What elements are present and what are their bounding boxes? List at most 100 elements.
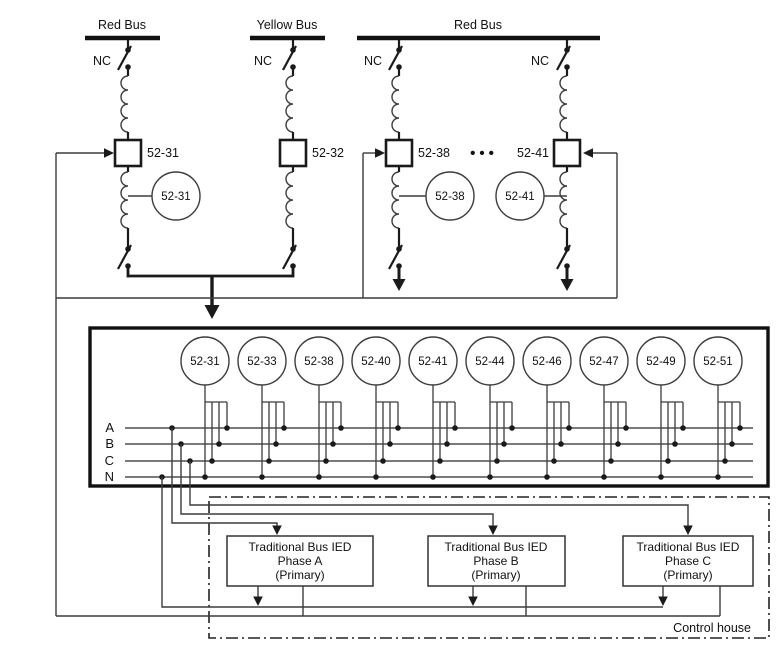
ied-box (427, 535, 566, 587)
connection-dot (380, 458, 386, 464)
connection-dot (501, 441, 507, 447)
junction-ct-group: 52-41 (408, 336, 458, 480)
junction-ct-group: 52-40 (351, 336, 401, 480)
connection-dot (373, 474, 379, 480)
ct-winding (391, 75, 400, 133)
connection-dot (680, 425, 686, 431)
ied-box (622, 535, 754, 587)
junction-ct-group: 52-31 (180, 336, 230, 480)
phase-label-n: N (105, 469, 114, 484)
connection-dot (558, 441, 564, 447)
ied-role: (Primary) (471, 568, 520, 582)
junction-ct-group: 52-44 (465, 336, 515, 480)
ied-phase-wiring (56, 425, 720, 617)
ct-circle-label: 52-41 (418, 356, 447, 368)
down-arrow-icon (683, 525, 693, 535)
connection-dot (266, 458, 272, 464)
junction-ct-group: 52-38 (294, 336, 344, 480)
down-arrow-icon (560, 279, 574, 291)
connection-dot (273, 441, 279, 447)
breaker-label: 52-32 (312, 146, 344, 160)
down-arrow-icon (253, 596, 263, 606)
right-arrow-icon (104, 148, 114, 158)
junction-ct-group: 52-51 (693, 336, 743, 480)
connection-dot (487, 474, 493, 480)
ct-winding (120, 171, 129, 229)
connection-dot (509, 425, 515, 431)
ct-circle-label: 52-44 (475, 356, 505, 368)
phase-label-c: C (105, 453, 114, 468)
connection-dot (202, 474, 208, 480)
ct-circle-52-38 (425, 171, 475, 221)
connection-dot (209, 458, 215, 464)
connection-dot (338, 425, 344, 431)
ct-circle-label: 52-31 (161, 191, 190, 203)
connection-dot (224, 425, 230, 431)
connection-dot (437, 458, 443, 464)
ct-winding (559, 171, 568, 229)
nc-label-3: NC (364, 54, 382, 68)
control-house-boundary (208, 496, 770, 639)
connection-dot (601, 474, 607, 480)
nc-label-2: NC (254, 54, 272, 68)
junction-ct-group: 52-46 (522, 336, 572, 480)
control-house-label: Control house (673, 621, 751, 635)
ct-circle-label: 52-49 (646, 356, 675, 368)
ct-circle-52-31 (151, 171, 201, 221)
right-arrow-icon (375, 148, 385, 158)
ct-winding (120, 75, 129, 133)
ct-circle-label: 52-38 (435, 191, 464, 203)
feeder-bay-52-38: 52-38 52-38 (384, 40, 475, 291)
junction-ct-group: 52-33 (237, 336, 287, 480)
ct-circle-label: 52-51 (703, 356, 732, 368)
connection-dot (615, 441, 621, 447)
connection-dot (544, 474, 550, 480)
breaker-52-41 (552, 138, 582, 168)
more-breakers-ellipsis: ••• (470, 145, 498, 162)
connection-dot (216, 441, 222, 447)
connection-dot (658, 474, 664, 480)
connection-dot (395, 425, 401, 431)
connection-dot (330, 441, 336, 447)
breaker-label: 52-31 (147, 146, 179, 160)
ied-phase-b: Traditional Bus IED Phase B (Primary) (427, 535, 566, 616)
down-arrow-icon (272, 525, 282, 535)
trip-circuit-wiring (55, 148, 618, 616)
left-arrow-icon (583, 148, 593, 158)
connection-dot (452, 425, 458, 431)
breaker-label: 52-41 (517, 146, 549, 160)
connection-dot (281, 425, 287, 431)
ied-phase: Phase B (473, 554, 518, 568)
ied-box (226, 535, 374, 587)
connection-dot (566, 425, 572, 431)
connection-dot (323, 458, 329, 464)
breaker-52-32 (278, 138, 308, 168)
connection-dot (430, 474, 436, 480)
ct-winding (391, 171, 400, 229)
ied-role: (Primary) (663, 568, 712, 582)
ied-role: (Primary) (275, 568, 324, 582)
ct-winding (559, 75, 568, 133)
nc-label-4: NC (531, 54, 549, 68)
nc-label-1: NC (93, 54, 111, 68)
connection-dot (551, 458, 557, 464)
bus-label-red-1: Red Bus (98, 18, 146, 32)
breaker-52-38 (384, 138, 414, 168)
feeder-bay-52-32: 52-32 (278, 40, 344, 278)
breaker-label: 52-38 (418, 146, 450, 160)
down-arrow-icon (488, 525, 498, 535)
connection-dot (729, 441, 735, 447)
ct-circle-label: 52-38 (304, 356, 333, 368)
feeder-bay-52-31: 52-31 52-31 (113, 40, 201, 278)
ied-title: Traditional Bus IED (445, 540, 548, 554)
connection-dot (715, 474, 721, 480)
ct-circle-label: 52-46 (532, 356, 561, 368)
connection-dot (665, 458, 671, 464)
connection-dot (387, 441, 393, 447)
bus-label-red-2: Red Bus (454, 18, 502, 32)
connection-dot (444, 441, 450, 447)
ied-title: Traditional Bus IED (249, 540, 352, 554)
phase-label-b: B (105, 436, 114, 451)
